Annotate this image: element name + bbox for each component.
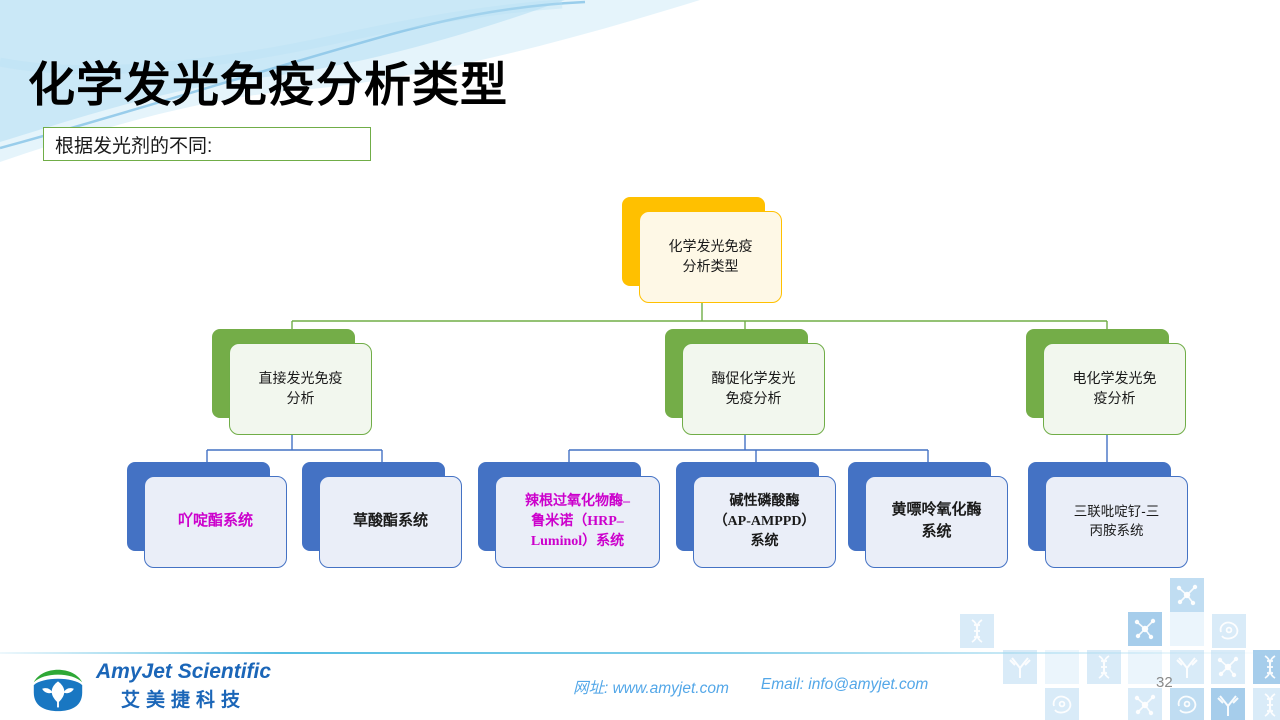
website-text: 网址: www.amyjet.com	[573, 680, 729, 697]
node-label: 草酸酯系统	[319, 476, 462, 568]
node-label: 三联吡啶钌-三 丙胺系统	[1045, 476, 1188, 568]
diagram-node-xanthine-oxidase: 黄嘌呤氧化酶 系统	[848, 462, 1008, 569]
molecule-icon	[1170, 578, 1204, 612]
node-label: 直接发光免疫 分析	[229, 343, 372, 435]
diagram-node-hrp-luminol: 辣根过氧化物酶– 鲁米诺（HRP– Luminol）系统	[478, 462, 660, 569]
diagram-node-electro-luminescence: 电化学发光免 疫分析	[1026, 329, 1186, 436]
antibody-icon	[1211, 688, 1245, 720]
node-label: 碱性磷酸酶 （AP-AMPPD） 系统	[693, 476, 836, 568]
company-name-cn: 艾美捷科技	[121, 690, 247, 711]
footer-divider	[0, 652, 1280, 654]
amyjet-logo-icon	[33, 669, 83, 712]
mosaic-tile	[1170, 612, 1204, 646]
molecule-icon	[1128, 612, 1162, 646]
molecule-icon	[1128, 688, 1162, 720]
page-title: 化学发光免疫分析类型	[28, 60, 508, 112]
diagram-node-ruthenium-tpa: 三联吡啶钌-三 丙胺系统	[1028, 462, 1188, 569]
enzyme-icon	[1170, 688, 1204, 720]
mosaic-tile	[1045, 650, 1079, 684]
contact-info: 网址: www.amyjet.com Email: info@amyjet.co…	[573, 676, 928, 698]
diagram-node-enzymatic-luminescence: 酶促化学发光 免疫分析	[665, 329, 825, 436]
node-label: 酶促化学发光 免疫分析	[682, 343, 825, 435]
intro-note-text: 根据发光剂的不同:	[55, 135, 213, 157]
enzyme-icon	[1212, 614, 1246, 648]
diagram-node-ap-amppd: 碱性磷酸酶 （AP-AMPPD） 系统	[676, 462, 836, 569]
company-name: AmyJet Scientific 艾美捷科技	[96, 660, 271, 712]
node-label: 吖啶酯系统	[144, 476, 287, 568]
dna-icon	[960, 614, 994, 648]
company-logo: AmyJet Scientific 艾美捷科技	[30, 659, 271, 713]
page-number: 32	[1156, 674, 1173, 691]
diagram-node-direct-luminescence: 直接发光免疫 分析	[212, 329, 372, 436]
company-name-en: AmyJet Scientific	[96, 660, 272, 683]
dna-icon	[1253, 688, 1280, 720]
antibody-icon	[1170, 650, 1204, 684]
node-label: 化学发光免疫 分析类型	[639, 211, 782, 303]
diagram-node-acridinium-ester: 吖啶酯系统	[127, 462, 287, 569]
diagram-node-root: 化学发光免疫 分析类型	[622, 197, 782, 304]
node-label: 电化学发光免 疫分析	[1043, 343, 1186, 435]
molecule-icon	[1211, 650, 1245, 684]
antibody-icon	[1003, 650, 1037, 684]
node-label: 黄嘌呤氧化酶 系统	[865, 476, 1008, 568]
enzyme-icon	[1045, 688, 1079, 720]
email-text: Email: info@amyjet.com	[760, 676, 929, 693]
intro-note-box: 根据发光剂的不同:	[43, 127, 371, 161]
dna-icon	[1087, 650, 1121, 684]
node-label: 辣根过氧化物酶– 鲁米诺（HRP– Luminol）系统	[495, 476, 660, 568]
diagram-node-oxalate-ester: 草酸酯系统	[302, 462, 462, 569]
dna-icon	[1253, 650, 1280, 684]
